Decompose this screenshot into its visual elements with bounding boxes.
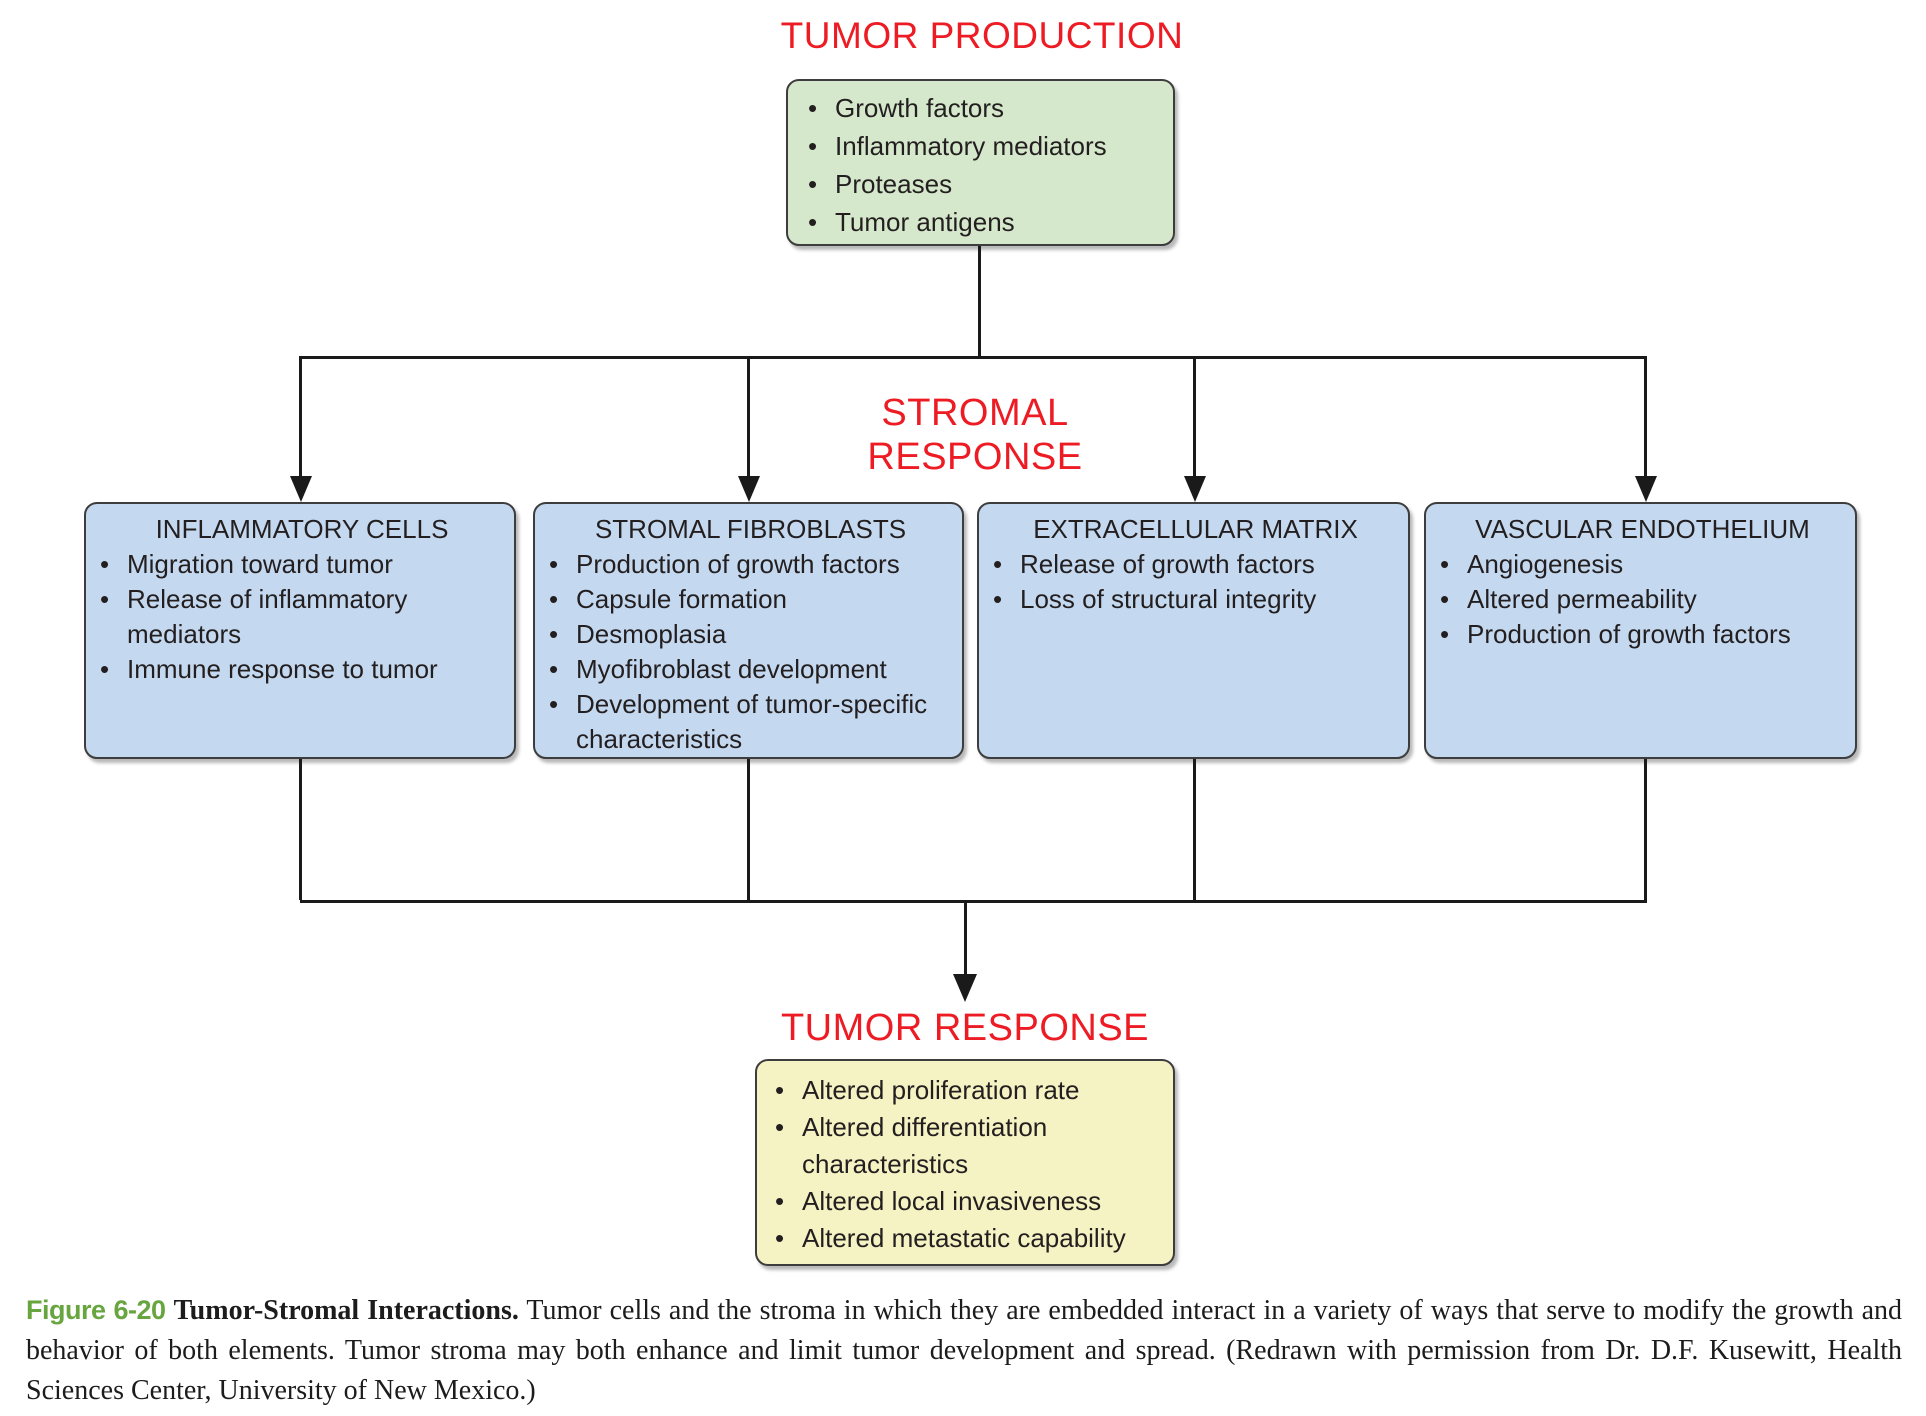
- tumor-production-heading: TUMOR PRODUCTION: [780, 15, 1184, 56]
- arrow-shaft-to-tumor-response: [964, 903, 967, 975]
- arrowhead-down-icon: [953, 974, 977, 1002]
- connector-from-vascular-endothelium: [1644, 759, 1647, 900]
- bullet-item: Altered metastatic capability: [771, 1220, 1169, 1257]
- bullet-item: Altered local invasiveness: [771, 1183, 1169, 1220]
- arrowhead-down-icon: [738, 476, 760, 502]
- tumor-production-list: Growth factorsInflammatory mediatorsProt…: [804, 89, 1167, 241]
- connector-from-stromal-fibroblasts: [747, 759, 750, 900]
- figure-label: Figure 6-20: [26, 1295, 166, 1325]
- bullet-item: Development of tumor-specific characteri…: [545, 687, 956, 757]
- arrow-shaft-to-extracellular-matrix: [1193, 356, 1196, 476]
- tumor-production-box: Growth factorsInflammatory mediatorsProt…: [786, 79, 1175, 246]
- bullet-item: Immune response to tumor: [96, 652, 508, 687]
- bullet-item: Altered proliferation rate: [771, 1072, 1169, 1109]
- bullet-item: Migration toward tumor: [96, 547, 508, 582]
- box-title: EXTRACELLULAR MATRIX: [1033, 514, 1358, 544]
- stromal-box-stromal-fibroblasts: STROMAL FIBROBLASTS Production of growth…: [533, 502, 964, 759]
- stromal-box-extracellular-matrix: EXTRACELLULAR MATRIX Release of growth f…: [977, 502, 1410, 759]
- branch-line-top: [300, 356, 1647, 359]
- arrowhead-down-icon: [1635, 476, 1657, 502]
- box-bullet-list: Migration toward tumorRelease of inflamm…: [96, 547, 508, 687]
- figure-caption: Figure 6-20 Tumor-Stromal Interactions. …: [26, 1290, 1902, 1411]
- stromal-box-inflammatory-cells: INFLAMMATORY CELLS Migration toward tumo…: [84, 502, 516, 759]
- bullet-item: Altered differentiation characteristics: [771, 1109, 1169, 1183]
- caption-title: Tumor-Stromal Interactions.: [173, 1295, 519, 1326]
- stromal-box-vascular-endothelium: VASCULAR ENDOTHELIUM AngiogenesisAltered…: [1424, 502, 1857, 759]
- bullet-item: Production of growth factors: [545, 547, 956, 582]
- bullet-item: Production of growth factors: [1436, 617, 1849, 652]
- box-title: STROMAL FIBROBLASTS: [594, 514, 907, 544]
- connector-production-to-branch: [978, 246, 981, 356]
- bullet-item: Altered permeability: [1436, 582, 1849, 617]
- bullet-item: Myofibroblast development: [545, 652, 956, 687]
- box-title: VASCULAR ENDOTHELIUM: [1475, 514, 1810, 544]
- arrowhead-down-icon: [290, 476, 312, 502]
- bullet-item: Angiogenesis: [1436, 547, 1849, 582]
- arrow-shaft-to-inflammatory-cells: [299, 356, 302, 476]
- bullet-item: Proteases: [804, 165, 1167, 203]
- box-title: INFLAMMATORY CELLS: [155, 514, 449, 544]
- connector-from-inflammatory-cells: [299, 759, 302, 900]
- bullet-item: Inflammatory mediators: [804, 127, 1167, 165]
- bullet-item: Tumor antigens: [804, 203, 1167, 241]
- branch-line-bottom: [300, 900, 1647, 903]
- tumor-response-heading: TUMOR RESPONSE: [780, 1007, 1150, 1049]
- stromal-response-line1: STROMAL: [881, 392, 1069, 434]
- box-bullet-list: Production of growth factorsCapsule form…: [545, 547, 956, 757]
- bullet-item: Growth factors: [804, 89, 1167, 127]
- box-bullet-list: AngiogenesisAltered permeabilityProducti…: [1436, 547, 1849, 652]
- arrow-shaft-to-stromal-fibroblasts: [747, 356, 750, 476]
- bullet-item: Desmoplasia: [545, 617, 956, 652]
- stromal-response-heading: STROMAL RESPONSE: [675, 391, 1275, 479]
- box-bullet-list: Release of growth factorsLoss of structu…: [989, 547, 1402, 617]
- arrowhead-down-icon: [1184, 476, 1206, 502]
- bullet-item: Release of growth factors: [989, 547, 1402, 582]
- bullet-item: Loss of structural integrity: [989, 582, 1402, 617]
- arrow-shaft-to-vascular-endothelium: [1644, 356, 1647, 476]
- tumor-response-list: Altered proliferation rateAltered differ…: [771, 1072, 1169, 1257]
- tumor-response-box: Altered proliferation rateAltered differ…: [755, 1059, 1175, 1266]
- stromal-response-line2: RESPONSE: [867, 436, 1083, 478]
- connector-from-extracellular-matrix: [1193, 759, 1196, 900]
- bullet-item: Capsule formation: [545, 582, 956, 617]
- caption-body: Tumor cells and the stroma in which they…: [26, 1295, 1903, 1406]
- bullet-item: Release of inflammatory mediators: [96, 582, 508, 652]
